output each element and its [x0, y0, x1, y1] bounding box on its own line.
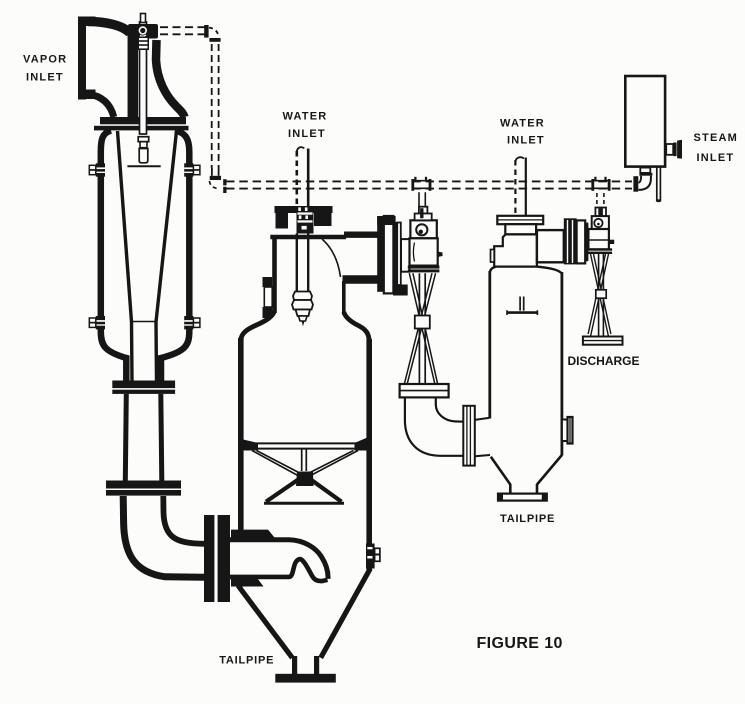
svg-text:INLET: INLET — [507, 135, 545, 147]
svg-text:STEAM: STEAM — [694, 132, 739, 144]
svg-text:TAILPIPE: TAILPIPE — [500, 513, 555, 525]
svg-text:INLET: INLET — [697, 152, 735, 164]
svg-text:WATER: WATER — [500, 117, 545, 129]
svg-text:TAILPIPE: TAILPIPE — [219, 655, 274, 667]
svg-text:INLET: INLET — [288, 128, 326, 140]
svg-text:INLET: INLET — [26, 72, 64, 84]
svg-text:WATER: WATER — [283, 111, 328, 123]
svg-text:VAPOR: VAPOR — [23, 54, 67, 66]
svg-text:FIGURE 10: FIGURE 10 — [477, 635, 563, 652]
svg-text:DISCHARGE: DISCHARGE — [568, 354, 640, 368]
